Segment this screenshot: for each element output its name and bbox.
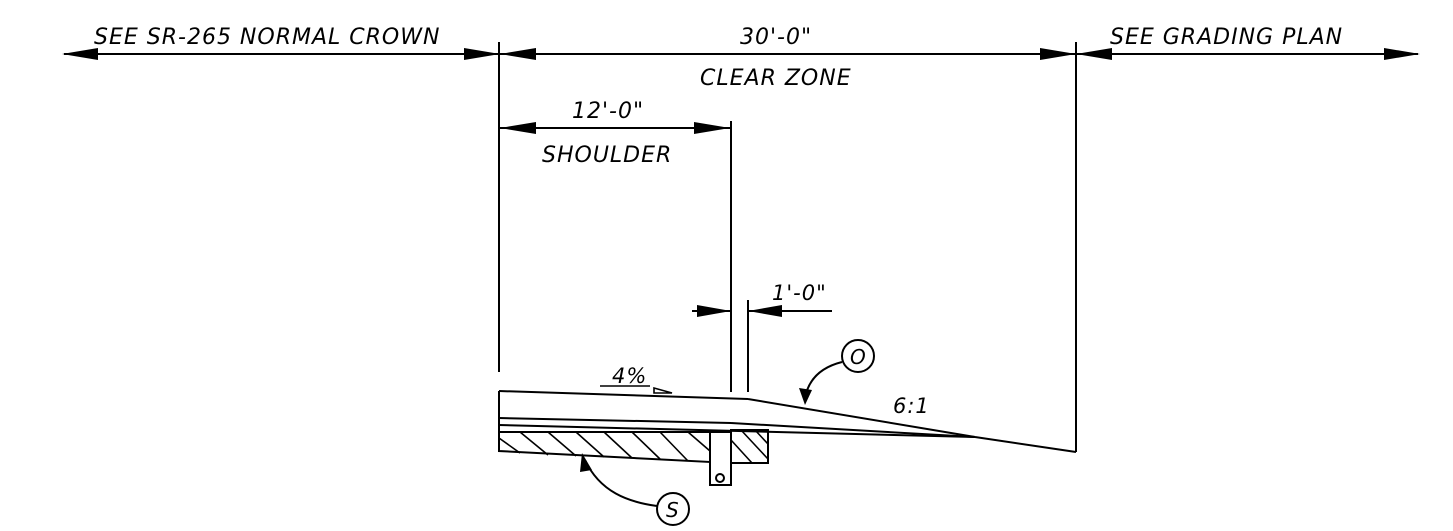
offset-dimension-line: [692, 305, 832, 317]
surface-callout: O: [799, 339, 875, 405]
shoulder-slope-label: 4%: [612, 364, 647, 388]
arrowhead-right-end: [1384, 48, 1420, 60]
subbase-callout: S: [580, 453, 690, 526]
top-dimension-line: [62, 48, 1420, 60]
clear-zone-width-label: 30'-0": [740, 25, 812, 50]
foreslope-label: 6:1: [893, 394, 930, 418]
arrowhead-clearzone-start: [500, 48, 536, 60]
right-reference-label: SEE GRADING PLAN: [1110, 25, 1343, 50]
shoulder-width-label: 12'-0": [572, 99, 644, 124]
subbase-layer: [498, 431, 711, 464]
subbase-callout-label: S: [666, 498, 679, 522]
shoulder-slope-marker: 4%: [600, 364, 673, 394]
underdrain-pipe: [709, 431, 732, 486]
arrowhead-left-ref-end: [464, 48, 500, 60]
subbase-hatching: [498, 431, 711, 462]
shoulder-dimension-line: [499, 122, 730, 134]
arrowhead-clearzone-end: [1040, 48, 1076, 60]
pavement-section: [498, 390, 1077, 453]
shoulder-label: SHOULDER: [542, 143, 672, 168]
offset-width-label: 1'-0": [772, 281, 827, 305]
left-reference-label: SEE SR-265 NORMAL CROWN: [94, 25, 440, 50]
arrowhead-right-ref-start: [1076, 48, 1112, 60]
surface-callout-label: O: [850, 345, 866, 369]
arrowhead-left-end: [62, 48, 98, 60]
edge-drain-block: [730, 429, 769, 464]
clear-zone-label: CLEAR ZONE: [700, 66, 852, 91]
